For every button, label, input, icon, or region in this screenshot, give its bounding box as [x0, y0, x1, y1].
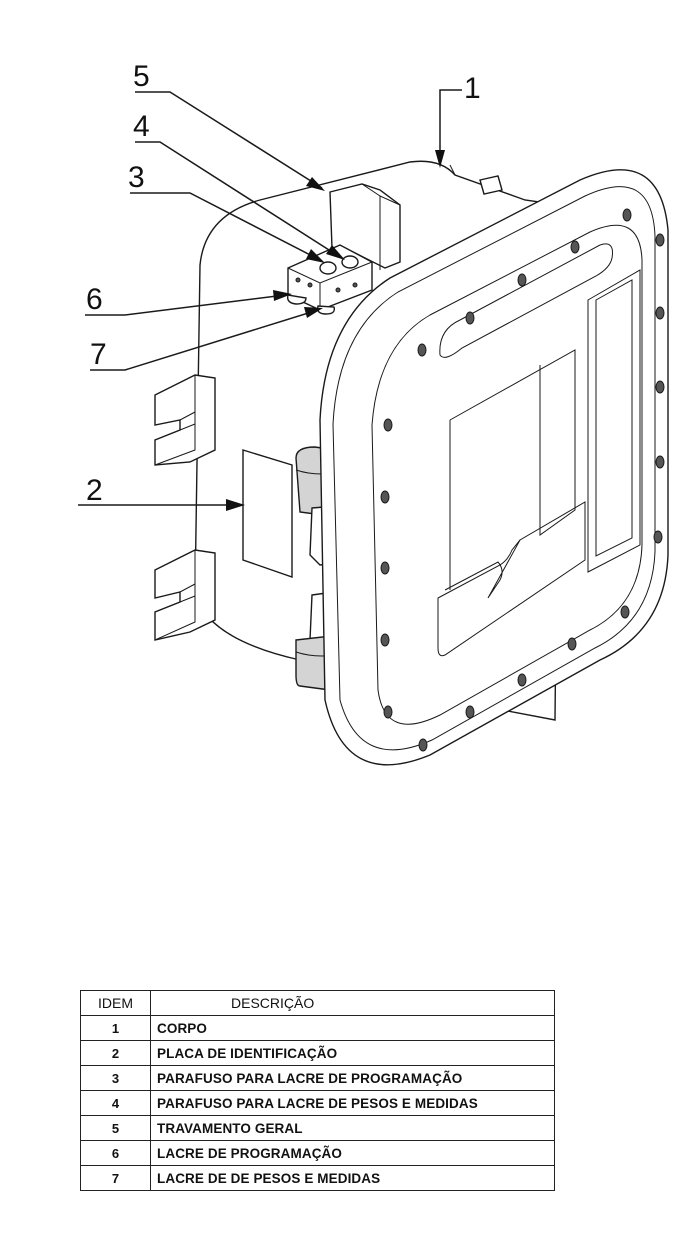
front-cover: [319, 169, 669, 766]
programming-seal: [286, 294, 307, 305]
row-description: LACRE DE DE PESOS E MEDIDAS: [150, 1165, 555, 1191]
row-item-number: 6: [80, 1140, 151, 1166]
row-item-number: 1: [80, 1015, 151, 1041]
callout-3: 3: [128, 161, 145, 194]
parts-list-table: IDEM DESCRIÇÃO 1 CORPO 2 PLACA DE IDENTI…: [80, 990, 555, 1191]
row-description: PARAFUSO PARA LACRE DE PESOS E MEDIDAS: [150, 1090, 555, 1116]
row-description: CORPO: [150, 1015, 555, 1041]
enclosure-assembly-drawing: 1 5 4 3 6 7 2: [78, 60, 669, 766]
table-row: 2 PLACA DE IDENTIFICAÇÃO: [80, 1040, 555, 1066]
callout-4: 4: [133, 110, 150, 143]
callout-5: 5: [133, 60, 150, 93]
row-description: PLACA DE IDENTIFICAÇÃO: [150, 1040, 555, 1066]
table-row: 4 PARAFUSO PARA LACRE DE PESOS E MEDIDAS: [80, 1090, 555, 1116]
identification-plate: [242, 449, 293, 578]
seal-block: [286, 244, 373, 315]
callout-6: 6: [86, 283, 103, 316]
weights-measures-seal-screw: [341, 255, 359, 269]
table-row: 1 CORPO: [80, 1015, 555, 1041]
table-row: 5 TRAVAMENTO GERAL: [80, 1115, 555, 1141]
row-description: LACRE DE PROGRAMAÇÃO: [150, 1140, 555, 1166]
table-row: 3 PARAFUSO PARA LACRE DE PROGRAMAÇÃO: [80, 1065, 555, 1091]
row-item-number: 5: [80, 1115, 151, 1141]
row-description: TRAVAMENTO GERAL: [150, 1115, 555, 1141]
callout-leaders: [78, 89, 462, 511]
weights-measures-seal: [316, 305, 336, 315]
row-item-number: 7: [80, 1165, 151, 1191]
callout-2: 2: [86, 474, 103, 507]
table-row: 7 LACRE DE DE PESOS E MEDIDAS: [80, 1165, 555, 1191]
callout-7: 7: [90, 338, 107, 371]
table-row: 6 LACRE DE PROGRAMAÇÃO: [80, 1140, 555, 1166]
column-header-item: IDEM: [80, 990, 151, 1016]
mounting-tab-upper: [154, 374, 216, 466]
column-header-description: DESCRIÇÃO: [150, 990, 555, 1016]
programming-seal-screw: [319, 261, 337, 275]
callout-1: 1: [464, 72, 481, 105]
row-description: PARAFUSO PARA LACRE DE PROGRAMAÇÃO: [150, 1065, 555, 1091]
cover-screws: [380, 208, 665, 752]
mounting-tab-lower: [154, 549, 216, 641]
row-item-number: 3: [80, 1065, 151, 1091]
table-header-row: IDEM DESCRIÇÃO: [80, 990, 555, 1016]
row-item-number: 4: [80, 1090, 151, 1116]
row-item-number: 2: [80, 1040, 151, 1066]
